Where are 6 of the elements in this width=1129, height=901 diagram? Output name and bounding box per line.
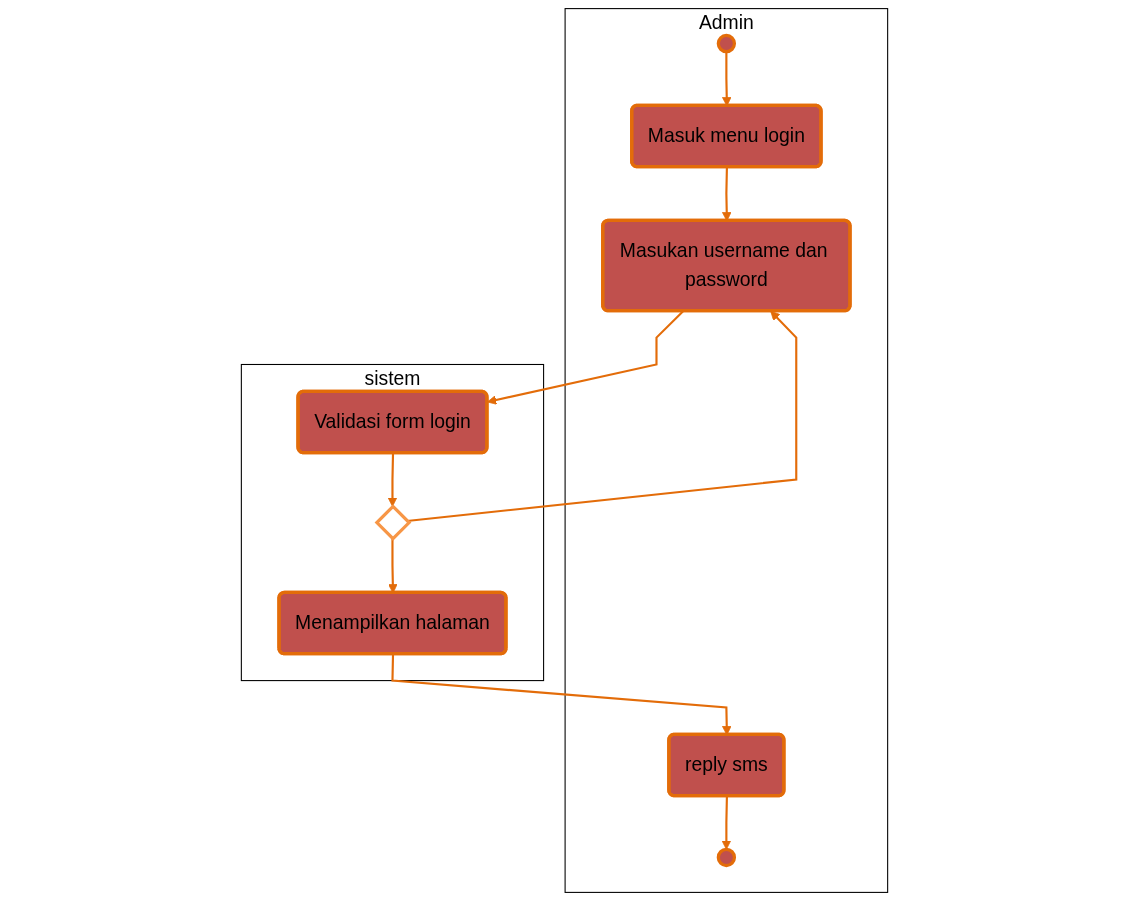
arrow bbox=[721, 796, 732, 850]
arrow bbox=[387, 453, 398, 507]
node-diamond bbox=[374, 504, 412, 541]
arrow bbox=[487, 310, 684, 405]
node-circle bbox=[716, 847, 737, 868]
node-circle bbox=[716, 33, 737, 54]
